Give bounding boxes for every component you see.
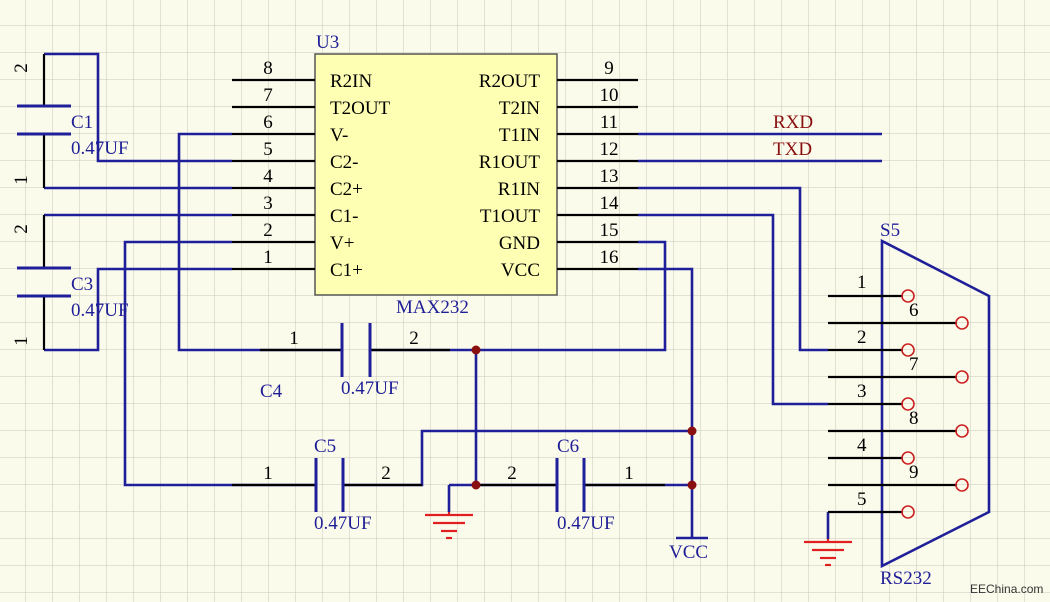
wire-c4-gnd [370,240,667,352]
ic-pin-name: T1OUT [480,206,541,227]
connector-pin-number: 1 [857,272,867,293]
connector-pin-stubs [828,294,957,514]
ic-pin-number: 14 [600,193,620,214]
connector-pin-number: 4 [857,435,867,456]
ic-right-pin-stubs [557,78,638,271]
max232-ic: U3 MAX232 8 7 6 5 [232,32,638,318]
cap-pin-number: 2 [11,224,32,234]
connector-pin-number: 8 [909,408,919,429]
cap-pin-number: 2 [11,63,32,73]
connector-pin-number: 2 [857,327,867,348]
connector-pin-number: 5 [857,489,867,510]
ic-pin-name: V+ [330,233,354,254]
junction-dot [687,480,697,490]
ic-pin-number: 8 [263,58,273,79]
cap-pin-number: 1 [263,463,273,484]
ic-pin-name: R2OUT [479,71,541,92]
capacitor-c6: 2 1 C6 0.47UF [476,436,665,534]
wire-r1in [638,186,828,352]
capacitor-c3: 2 1 C3 0.47UF [11,215,129,350]
ic-pin-name: T1IN [499,125,540,146]
connector-pin-number: 3 [857,381,867,402]
cap-ref-label: C4 [260,381,283,402]
capacitor-c4: 1 2 C4 0.47UF [260,323,450,402]
ic-pin-number: 12 [600,139,619,160]
junction-dot [471,480,481,490]
ic-pin-name: C1- [330,206,359,227]
ic-pin-name: VCC [501,260,540,281]
cap-ref-label: C3 [71,274,93,295]
connector-pin-number: 9 [909,462,919,483]
capacitor-c5: 1 2 C5 0.47UF [232,436,422,534]
ic-ref-label: U3 [316,32,339,53]
cap-ref-label: C5 [314,436,336,457]
connector-pin-circles [901,289,969,519]
vcc-symbol: VCC [669,536,708,563]
cap-value-label: 0.47UF [557,513,615,534]
ic-pin-name: R1IN [498,179,541,200]
cap-value-label: 0.47UF [314,513,372,534]
net-label-txd: TXD [773,139,812,160]
cap-pin-number: 2 [507,463,517,484]
ic-pin-name: T2IN [499,98,540,119]
junction-dot [471,345,481,355]
ground-symbol [425,512,473,540]
ic-pin-number: 16 [600,247,619,268]
cap-pin-number: 1 [11,336,32,346]
watermark: EEChina.com [970,582,1043,596]
cap-ref-label: C6 [557,436,579,457]
ic-pin-name: R2IN [330,71,373,92]
ic-pin-number: 5 [263,139,273,160]
ic-pin-name: C1+ [330,260,363,281]
ground-symbol [804,539,852,567]
cap-pin-number: 1 [11,175,32,185]
capacitor-c1: 2 1 C1 0.47UF [11,54,129,188]
wire-vcc [638,267,694,538]
cap-pin-number: 1 [289,328,299,349]
ic-pin-name: T2OUT [330,98,391,119]
rs232-connector: S5 RS232 1 6 [828,220,991,589]
ic-pin-number: 7 [263,85,273,106]
ic-pin-name: V- [330,125,348,146]
wire-t1out [638,213,828,406]
ic-pin-number: 11 [600,112,618,133]
junctions [471,345,697,490]
cap-value-label: 0.47UF [341,378,399,399]
wire-c3-bottom [44,267,232,352]
ic-pin-number: 1 [263,247,273,268]
ic-pin-number: 13 [600,166,619,187]
junction-dot [687,426,697,436]
net-label-rxd: RXD [773,112,813,133]
ic-pin-number: 6 [263,112,273,133]
ic-pin-name: R1OUT [479,152,541,173]
ic-pin-number: 4 [263,166,273,187]
cap-pin-number: 1 [624,463,634,484]
cap-ref-label: C1 [71,112,93,133]
ic-pin-number: 10 [600,85,619,106]
cap-pin-number: 2 [409,328,419,349]
wires [44,52,882,539]
ic-pin-number: 3 [263,193,273,214]
connector-pin-number: 6 [909,300,919,321]
ic-part-label: MAX232 [396,297,469,318]
connector-ref-label: S5 [880,220,900,241]
ic-body [314,53,558,296]
ic-pin-name: GND [499,233,540,254]
cap-value-label: 0.47UF [71,138,129,159]
wire-vplus-c5 [123,240,316,487]
ic-pin-number: 15 [600,220,619,241]
ic-pin-number: 2 [263,220,273,241]
wire-c1-top [44,52,232,163]
ic-pin-number: 9 [604,58,614,79]
connector-name-label: RS232 [880,568,932,589]
cap-pin-number: 2 [381,463,391,484]
connector-pin-number: 7 [909,354,919,375]
vcc-label: VCC [669,542,708,563]
ic-left-pin-stubs [232,78,315,271]
cap-value-label: 0.47UF [71,300,129,321]
ic-pin-name: C2+ [330,179,363,200]
ic-pin-name: C2- [330,152,359,173]
